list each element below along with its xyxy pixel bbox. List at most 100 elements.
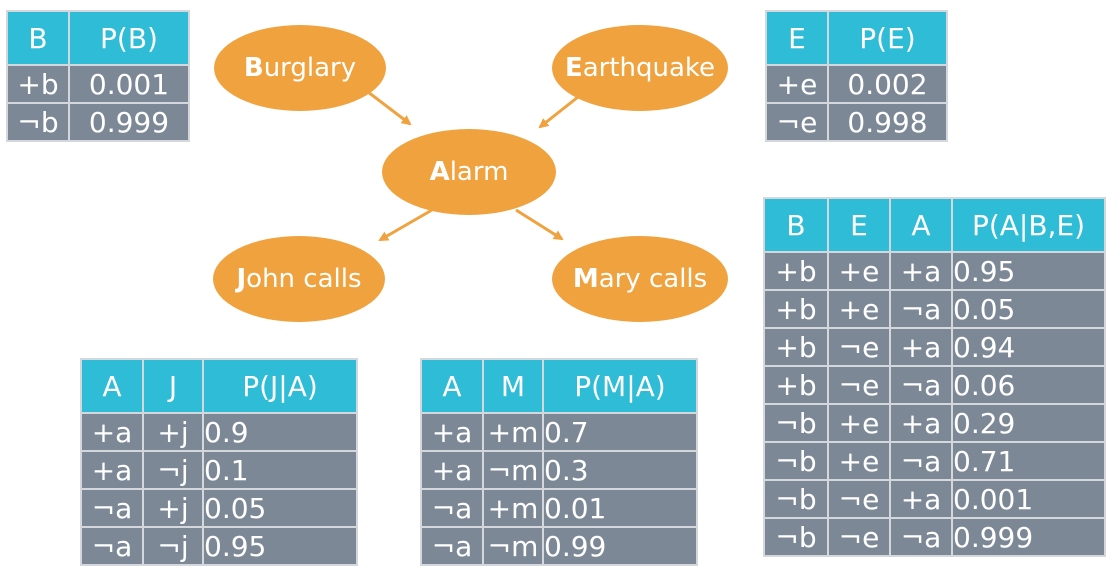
cell: +b bbox=[763, 289, 829, 329]
node-label: ohn calls bbox=[246, 264, 362, 294]
header-cell: P(J|A) bbox=[202, 358, 358, 414]
cell: ¬e bbox=[827, 479, 891, 519]
cell: ¬a bbox=[80, 526, 144, 566]
header-cell: A bbox=[80, 358, 144, 414]
header-cell: A bbox=[420, 358, 484, 414]
table-header-row: B E A P(A|B,E) bbox=[763, 197, 1106, 253]
table-header-row: E P(E) bbox=[765, 10, 948, 66]
header-cell: P(B) bbox=[68, 10, 190, 66]
cell: +m bbox=[482, 488, 544, 528]
cell: 0.71 bbox=[951, 441, 1106, 481]
cell: 0.29 bbox=[951, 403, 1106, 443]
header-cell: P(E) bbox=[827, 10, 948, 66]
table-row: +a +m 0.7 bbox=[420, 412, 698, 452]
cell: +m bbox=[482, 412, 544, 452]
cell: 0.002 bbox=[827, 64, 948, 104]
cell: +a bbox=[889, 327, 953, 367]
cell: +e bbox=[765, 64, 829, 104]
header-cell: J bbox=[142, 358, 204, 414]
table-row: +b ¬e +a 0.94 bbox=[763, 327, 1106, 367]
cell: ¬e bbox=[827, 365, 891, 405]
cell: ¬m bbox=[482, 526, 544, 566]
cell: +a bbox=[889, 479, 953, 519]
cell: ¬a bbox=[889, 441, 953, 481]
table-p-a-given-b-e: B E A P(A|B,E) +b +e +a 0.95 +b +e ¬a 0.… bbox=[763, 197, 1106, 557]
header-cell: E bbox=[765, 10, 829, 66]
cell: ¬a bbox=[80, 488, 144, 528]
cell: +e bbox=[827, 289, 891, 329]
cell: ¬a bbox=[420, 488, 484, 528]
table-row: ¬a +m 0.01 bbox=[420, 488, 698, 528]
table-p-b: B P(B) +b 0.001 ¬b 0.999 bbox=[6, 10, 190, 142]
table-row: ¬b +e ¬a 0.71 bbox=[763, 441, 1106, 481]
cell: +b bbox=[763, 365, 829, 405]
edge-alarm-mary bbox=[515, 208, 564, 241]
table-row: +b +e ¬a 0.05 bbox=[763, 289, 1106, 329]
header-cell: B bbox=[763, 197, 829, 253]
node-initial: J bbox=[236, 264, 247, 294]
cell: ¬a bbox=[889, 365, 953, 405]
edge-alarm-john bbox=[378, 208, 433, 242]
edge-earthquake-alarm bbox=[538, 95, 579, 129]
node-initial: B bbox=[243, 53, 264, 83]
cell: +b bbox=[763, 327, 829, 367]
node-initial: M bbox=[572, 264, 599, 294]
node-initial: E bbox=[564, 53, 583, 83]
node-label: arthquake bbox=[582, 53, 716, 83]
cell: ¬b bbox=[763, 441, 829, 481]
table-row: ¬b ¬e ¬a 0.999 bbox=[763, 517, 1106, 557]
node-label: larm bbox=[449, 157, 509, 187]
table-row: ¬a ¬j 0.95 bbox=[80, 526, 358, 566]
cell: +a bbox=[889, 403, 953, 443]
cell: 0.1 bbox=[202, 450, 358, 490]
table-p-e: E P(E) +e 0.002 ¬e 0.998 bbox=[765, 10, 948, 142]
cell: ¬a bbox=[889, 289, 953, 329]
edge-burglary-alarm bbox=[367, 90, 412, 126]
cell: +b bbox=[6, 64, 70, 104]
table-header-row: A M P(M|A) bbox=[420, 358, 698, 414]
table-p-m-given-a: A M P(M|A) +a +m 0.7 +a ¬m 0.3 ¬a +m 0.0… bbox=[420, 358, 698, 566]
cell: +a bbox=[889, 251, 953, 291]
cell: ¬b bbox=[763, 403, 829, 443]
cell: 0.9 bbox=[202, 412, 358, 452]
cell: ¬b bbox=[6, 102, 70, 142]
cell: 0.001 bbox=[68, 64, 190, 104]
cell: +b bbox=[763, 251, 829, 291]
cell: 0.3 bbox=[542, 450, 698, 490]
table-row: +a ¬m 0.3 bbox=[420, 450, 698, 490]
cell: ¬b bbox=[763, 517, 829, 557]
table-row: ¬e 0.998 bbox=[765, 102, 948, 142]
cell: +a bbox=[420, 412, 484, 452]
cell: 0.999 bbox=[951, 517, 1106, 557]
table-row: +b +e +a 0.95 bbox=[763, 251, 1106, 291]
cell: ¬e bbox=[765, 102, 829, 142]
cell: 0.01 bbox=[542, 488, 698, 528]
cell: ¬e bbox=[827, 517, 891, 557]
cell: +j bbox=[142, 412, 204, 452]
table-row: ¬a +j 0.05 bbox=[80, 488, 358, 528]
table-header-row: A J P(J|A) bbox=[80, 358, 358, 414]
cell: +a bbox=[420, 450, 484, 490]
table-row: ¬b 0.999 bbox=[6, 102, 190, 142]
header-cell: A bbox=[889, 197, 953, 253]
node-initial: A bbox=[429, 157, 450, 187]
cell: 0.94 bbox=[951, 327, 1106, 367]
cell: ¬e bbox=[827, 327, 891, 367]
cell: +j bbox=[142, 488, 204, 528]
cell: +a bbox=[80, 412, 144, 452]
header-cell: M bbox=[482, 358, 544, 414]
cell: ¬j bbox=[142, 526, 204, 566]
cell: 0.001 bbox=[951, 479, 1106, 519]
cell: 0.05 bbox=[951, 289, 1106, 329]
cell: 0.998 bbox=[827, 102, 948, 142]
table-row: +b 0.001 bbox=[6, 64, 190, 104]
table-p-j-given-a: A J P(J|A) +a +j 0.9 +a ¬j 0.1 ¬a +j 0.0… bbox=[80, 358, 358, 566]
cell: +e bbox=[827, 403, 891, 443]
cell: 0.99 bbox=[542, 526, 698, 566]
cell: 0.95 bbox=[202, 526, 358, 566]
cell: +e bbox=[827, 251, 891, 291]
